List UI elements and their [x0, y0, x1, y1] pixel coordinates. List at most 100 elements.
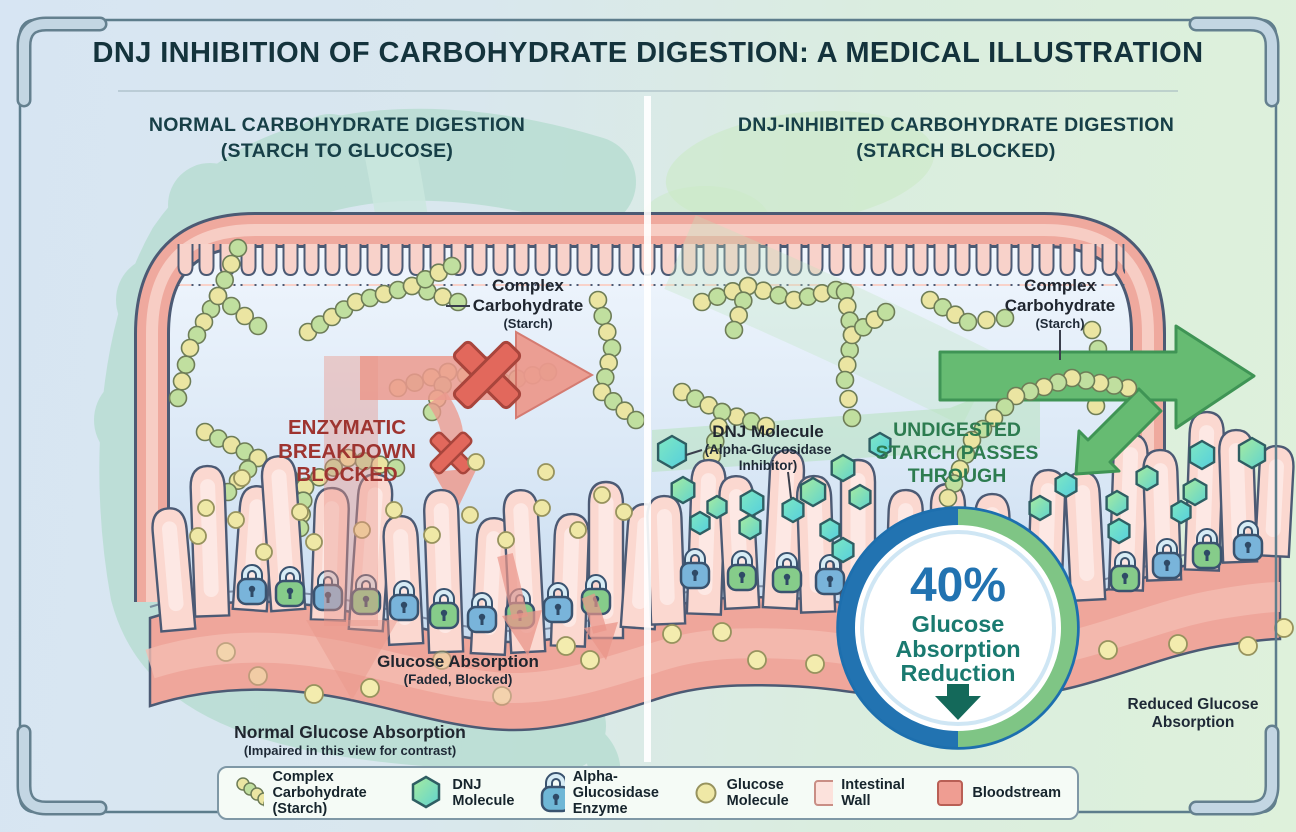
- alpha-glucosidase-lock-icon: [274, 566, 306, 608]
- blocked-flow-arrows: [360, 330, 595, 512]
- villus: [151, 507, 197, 633]
- glucose-circle-icon: [695, 782, 717, 804]
- glucose-molecule: [1098, 640, 1118, 660]
- reduction-badge: [836, 506, 1080, 750]
- glucose-molecule: [227, 511, 245, 529]
- dnj-molecule-hexagon: [706, 494, 728, 520]
- alpha-glucosidase-lock-icon: [771, 552, 803, 594]
- alpha-glucosidase-lock-icon: [312, 570, 344, 612]
- alpha-glucosidase-lock-icon: [679, 548, 711, 590]
- glucose-molecule: [467, 453, 485, 471]
- alpha-glucosidase-lock-icon: [542, 582, 574, 624]
- panel-divider: [644, 96, 651, 762]
- dnj-molecule-hexagon: [1188, 439, 1216, 471]
- alpha-glucosidase-lock-icon: [726, 550, 758, 592]
- glucose-molecule: [662, 624, 682, 644]
- dnj-molecules: [656, 431, 1267, 564]
- glucose-molecule: [1168, 634, 1188, 654]
- dnj-molecule-hexagon: [670, 475, 696, 505]
- alpha-glucosidase-lock-icon: [1151, 538, 1183, 580]
- complex-carbohydrate-label-right: Complex Carbohydrate (Starch): [1004, 276, 1116, 332]
- dnj-hexagon-icon: [412, 775, 441, 809]
- dnj-molecule-hexagon: [689, 510, 711, 536]
- glucose-molecule: [712, 622, 732, 642]
- glucose-molecule: [197, 499, 215, 517]
- dnj-molecule-hexagon: [1182, 477, 1208, 507]
- glucose-molecule: [1238, 636, 1258, 656]
- dnj-molecule-hexagon: [830, 453, 856, 483]
- glucose-molecule: [615, 503, 633, 521]
- glucose-molecule: [569, 521, 587, 539]
- alpha-glucosidase-lock-icon: [388, 580, 420, 622]
- label-pointers: [446, 305, 1061, 499]
- reduction-percentage: 40%: [909, 559, 1007, 612]
- right-panel-heading: DNJ-INHIBITED CARBOHYDRATE DIGESTION (ST…: [738, 112, 1174, 165]
- dnj-molecule-hexagon: [1237, 436, 1267, 470]
- reduction-badge-text: 40% Glucose Absorption Reduction: [895, 559, 1021, 686]
- left-panel-heading-line1: NORMAL CARBOHYDRATE DIGESTION: [148, 114, 526, 136]
- glucose-molecule: [233, 469, 251, 487]
- glucose-molecule: [533, 499, 551, 517]
- glucose-molecule: [248, 666, 268, 686]
- dnj-molecule-hexagon: [819, 517, 841, 543]
- legend-item-complex-carbohydrate: Complex Carbohydrate(Starch): [235, 769, 384, 817]
- starch-chain-icon: [236, 777, 265, 808]
- glucose-molecule: [492, 686, 512, 706]
- glucose-molecule: [189, 527, 207, 545]
- reduction-down-arrow: [935, 684, 981, 720]
- enzymatic-blocked-label: ENZYMATIC BREAKDOWN BLOCKED: [278, 416, 416, 486]
- alpha-glucosidase-lock-icon: [236, 564, 268, 606]
- glucose-molecule: [497, 531, 515, 549]
- alpha-glucosidase-lock-icon: [466, 592, 498, 634]
- bloodstream-glucose-dots: [216, 618, 1294, 706]
- glucose-absorption-faded-label: Glucose Absorption (Faded, Blocked): [377, 652, 539, 688]
- dnj-molecule-hexagon: [1135, 464, 1159, 492]
- complex-carbohydrate-label-left: Complex Carbohydrate (Starch): [472, 276, 584, 332]
- alpha-glucosidase-lock-icon: [1191, 528, 1223, 570]
- dnj-molecule-hexagon: [738, 513, 762, 541]
- blocked-x-small: [429, 431, 473, 475]
- glucose-molecule: [747, 650, 767, 670]
- dnj-molecule-hexagon: [1054, 471, 1078, 499]
- glucose-molecule: [304, 684, 324, 704]
- left-panel-heading-line2: (STARCH TO GLUCOSE): [220, 140, 454, 163]
- glucose-molecule: [537, 463, 555, 481]
- villus: [646, 494, 687, 626]
- normal-glucose-absorption-label: Normal Glucose Absorption (Impaired in t…: [234, 722, 466, 758]
- dnj-molecule-hexagon: [739, 488, 765, 518]
- dnj-molecule-hexagon: [799, 476, 827, 508]
- enzyme-lock-icon: [541, 772, 565, 813]
- faded-absorption-arrows: [306, 356, 618, 700]
- blocked-x-large: [452, 340, 522, 410]
- alpha-glucosidase-lock-icon: [1232, 520, 1264, 562]
- glucose-molecule: [556, 636, 576, 656]
- glucose-molecule: [423, 526, 441, 544]
- page-title: DNJ INHIBITION OF CARBOHYDRATE DIGESTION…: [92, 37, 1204, 69]
- alpha-glucosidase-lock-icon: [428, 588, 460, 630]
- reduced-glucose-absorption-label: Reduced Glucose Absorption: [1127, 696, 1259, 732]
- dnj-molecule-label: DNJ Molecule (Alpha-Glucosidase Inhibito…: [704, 422, 832, 473]
- intestinal-wall-swatch: [813, 780, 834, 806]
- alpha-glucosidase-lock-icon: [814, 554, 846, 596]
- alpha-glucosidase-lock-icon: [1109, 551, 1141, 593]
- glucose-molecule: [593, 486, 611, 504]
- legend-item-bloodstream: Bloodstream: [936, 779, 1061, 807]
- glucose-molecule: [353, 521, 371, 539]
- dnj-molecule-hexagon: [781, 496, 805, 524]
- dnj-molecule-hexagon: [848, 483, 872, 511]
- glucose-molecule: [291, 503, 309, 521]
- starch-chain-on-arrow: [938, 368, 1138, 508]
- dnj-molecule-hexagon: [1107, 517, 1131, 545]
- enzyme-locks: [236, 520, 1264, 634]
- right-panel-heading-line1: DNJ-INHIBITED CARBOHYDRATE DIGESTION: [737, 114, 1175, 136]
- dnj-molecule-hexagon: [1170, 499, 1192, 525]
- legend-item-intestinal-wall: Intestinal Wall: [813, 777, 913, 809]
- glucose-molecule: [385, 501, 403, 519]
- glucose-molecule: [255, 543, 273, 561]
